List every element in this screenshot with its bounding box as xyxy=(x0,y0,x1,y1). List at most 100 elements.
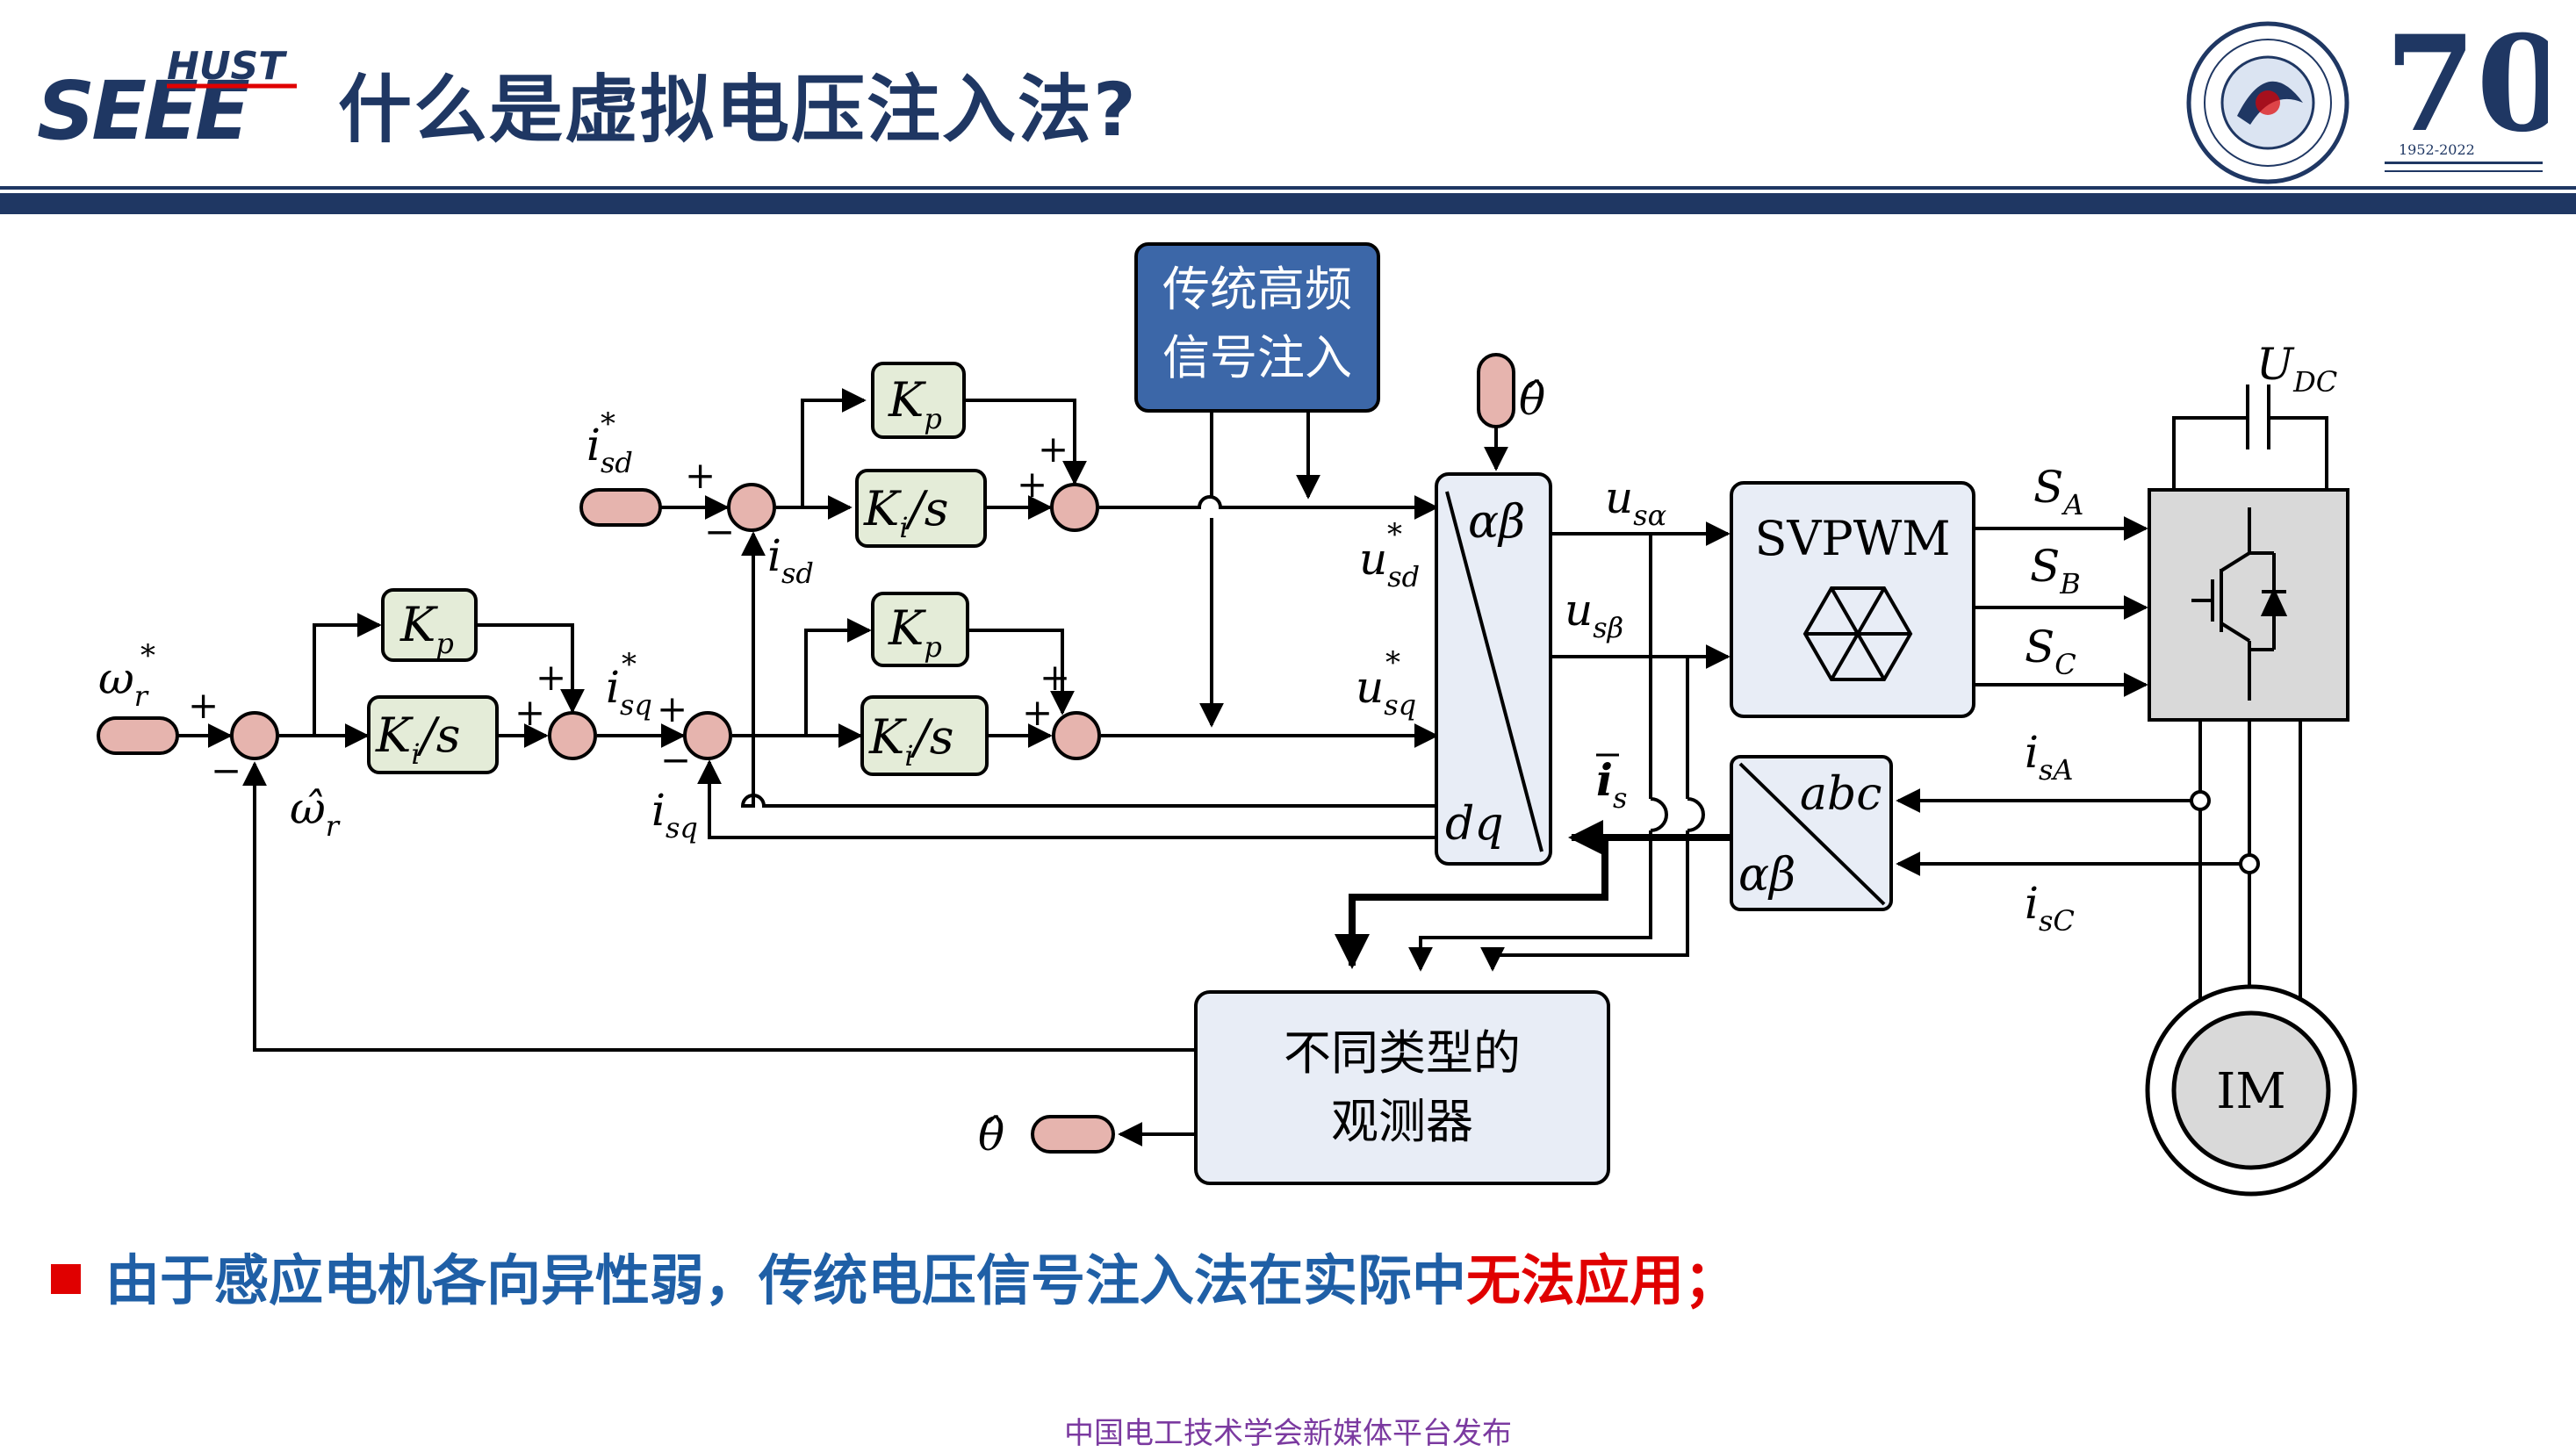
speed-pi-summer xyxy=(548,711,597,760)
svg-text:SC: SC xyxy=(2025,622,2076,681)
logo-seee-text: SEEE xyxy=(37,64,249,149)
page-title: 什么是虚拟电压注入法? xyxy=(338,67,1138,153)
isA-sub: sA xyxy=(2039,753,2074,787)
isq-fb-sub: sq xyxy=(666,811,698,845)
isq-ref-star: * xyxy=(622,647,637,682)
svg-text:Kp: Kp xyxy=(399,597,454,660)
speed-ki-block xyxy=(367,695,499,774)
header-divider xyxy=(0,193,2576,214)
omega-hat-sub: r xyxy=(326,809,341,843)
iq-ki-div: /s xyxy=(910,709,954,765)
iq-kp-label: K xyxy=(888,600,926,656)
hf-injection-block xyxy=(1134,242,1380,413)
svg-text:isd: isd xyxy=(767,530,814,590)
sign-idpi-plus-top: + xyxy=(1038,428,1069,471)
usb-label: u xyxy=(1565,585,1593,636)
observer-line1: 不同类型的 xyxy=(1284,1025,1521,1081)
sa-label: S xyxy=(2033,462,2063,513)
sign-iqpi-plus-left: + xyxy=(1022,691,1053,734)
logo-hust-text: HUST xyxy=(167,44,287,89)
usq-label: u xyxy=(1356,662,1384,713)
usd-sub: sd xyxy=(1387,560,1420,593)
current-vector-wire xyxy=(1335,820,1731,969)
iq-kp-block xyxy=(871,592,969,667)
isq-ref-sub: sq xyxy=(620,688,652,722)
svpwm-block xyxy=(1730,481,1975,718)
isd-fb-sub: sd xyxy=(781,557,814,590)
id-pi-summer xyxy=(1050,483,1099,532)
svg-text:UDC: UDC xyxy=(2256,339,2337,399)
svg-text:isC: isC xyxy=(2025,878,2075,938)
svg-text:Ki/s: Ki/s xyxy=(868,709,953,773)
svg-text:ω̂r: ω̂r xyxy=(290,783,341,843)
sign-idpi-plus-left: + xyxy=(1017,463,1047,506)
isd-ref-terminal xyxy=(579,488,662,527)
svg-text:ωr: ωr xyxy=(98,653,149,713)
sign-speed-plus: + xyxy=(188,684,219,727)
isd-ref-sub: sd xyxy=(601,446,633,479)
svg-text:Kp: Kp xyxy=(888,600,942,664)
isC-sub: sC xyxy=(2039,904,2075,938)
isd-ref-star: * xyxy=(601,406,615,442)
bullet-text: 由于感应电机各向异性弱，传统电压信号注入法在实际中 xyxy=(105,1248,1467,1312)
current-sensor-c xyxy=(2239,853,2260,874)
speed-ki-sub: i xyxy=(411,737,420,771)
omega-ref-sub: r xyxy=(134,679,149,713)
sign-id-plus: + xyxy=(685,454,716,497)
bullet-point: 由于感应电机各向异性弱，传统电压信号注入法在实际中无法应用； xyxy=(51,1236,1738,1315)
theta-output-label: θ̂ xyxy=(978,1110,1004,1161)
sb-label: S xyxy=(2030,541,2060,592)
sign-iq-plus: + xyxy=(657,687,687,730)
anniversary-70-logo: 70 1952-2022 xyxy=(2385,14,2548,172)
bullet-marker-icon xyxy=(51,1263,81,1294)
udc-sub: DC xyxy=(2292,365,2337,399)
usb-sub: sβ xyxy=(1593,611,1623,644)
is-vector-label: i xyxy=(1596,754,1613,806)
svpwm-hexagon-icon xyxy=(1802,586,1913,681)
usd-star: * xyxy=(1387,517,1402,552)
id-ki-sub: i xyxy=(899,511,908,544)
svpwm-label: SVPWM xyxy=(1754,511,1950,566)
speed-ki-label: K xyxy=(375,708,414,763)
omega-ref-star: * xyxy=(140,638,155,673)
svg-text:usα: usα xyxy=(1605,472,1666,532)
iq-ki-sub: i xyxy=(904,739,913,773)
iq-ki-block xyxy=(860,695,989,776)
sign-iq-minus: − xyxy=(660,738,691,781)
motor-label: IM xyxy=(2216,1063,2285,1120)
usa-label: u xyxy=(1605,472,1633,523)
svg-text:Ki/s: Ki/s xyxy=(375,708,460,771)
abc-block-alphabeta: αβ xyxy=(1738,849,1795,902)
omega-hat-label: ω̂ xyxy=(290,783,326,834)
udc-label: U xyxy=(2256,339,2295,390)
isC-label: i xyxy=(2025,878,2039,929)
speed-kp-label: K xyxy=(399,597,438,652)
isd-fb-label: i xyxy=(767,530,781,581)
usq-sub: sq xyxy=(1384,688,1416,722)
bullet-text-highlight: 无法应用； xyxy=(1466,1248,1739,1312)
svg-text:is: is xyxy=(1596,754,1627,815)
svg-text:SA: SA xyxy=(2033,462,2083,521)
svg-text:usβ: usβ xyxy=(1565,585,1623,644)
injection-block-line2: 信号注入 xyxy=(1162,330,1352,385)
omega-ref-terminal xyxy=(97,716,179,755)
gain-blocks xyxy=(367,362,989,776)
observer-block xyxy=(1194,990,1610,1185)
isd-ref-label: i xyxy=(586,420,601,471)
iq-error-summer xyxy=(683,711,732,760)
anniversary-years: 1952-2022 xyxy=(2399,141,2475,158)
id-ki-block xyxy=(855,469,987,548)
dq-block-dq: dq xyxy=(1445,798,1504,851)
anniversary-number: 70 xyxy=(2385,14,2548,162)
summing-junctions xyxy=(230,483,1101,760)
theta-output-terminal xyxy=(1031,1115,1115,1154)
sign-iqpi-plus-top: + xyxy=(1040,656,1070,699)
theta-input-label: θ̂ xyxy=(1519,374,1545,425)
abc-block-abc: abc xyxy=(1800,768,1882,821)
theta-input-terminal xyxy=(1477,353,1515,428)
header-divider-thin xyxy=(0,186,2576,190)
svg-text:Kp: Kp xyxy=(888,372,942,435)
current-sensor-a xyxy=(2190,790,2211,811)
igbt-icon xyxy=(2191,507,2288,701)
